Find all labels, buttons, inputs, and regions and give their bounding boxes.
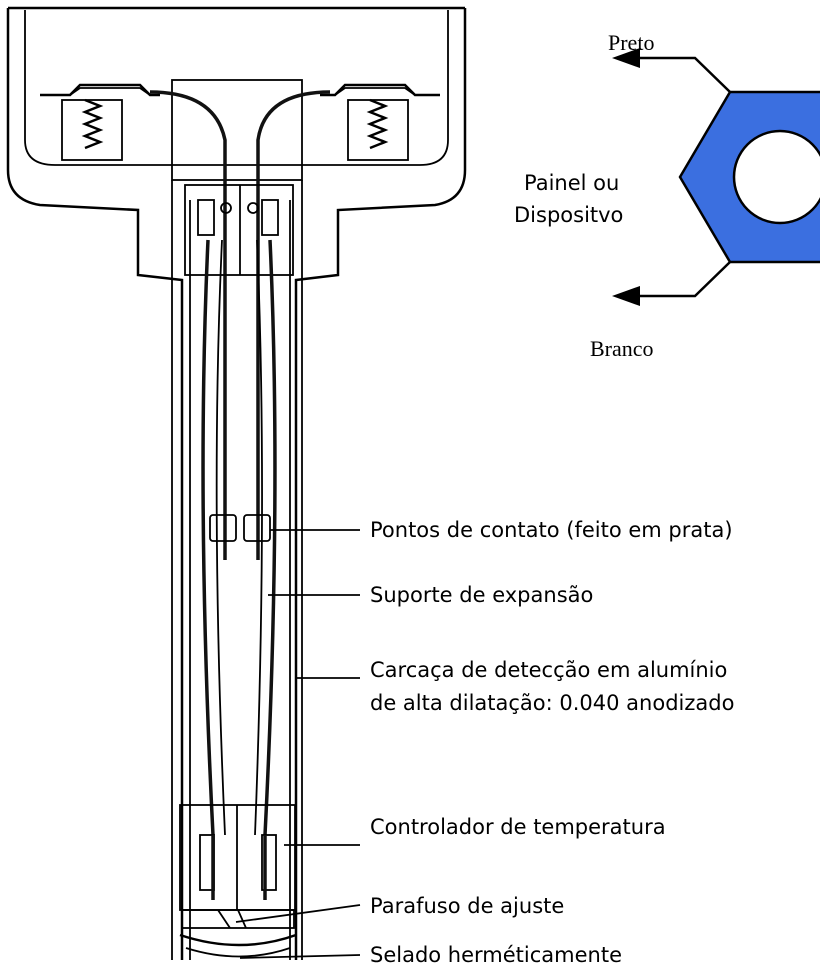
thermostat-head xyxy=(6,6,467,960)
wire-arrows xyxy=(612,48,731,306)
sensing-tube xyxy=(171,180,303,960)
left-terminal-screw xyxy=(40,83,160,161)
hex-bottom-label: Branco xyxy=(590,336,654,361)
callout-leaders xyxy=(235,529,361,959)
callout-contact-points: Pontos de contato (feito em prata) xyxy=(370,518,733,542)
callout-adjust-screw: Parafuso de ajuste xyxy=(370,894,564,918)
hex-nut-icon xyxy=(678,90,820,264)
expansion-strips xyxy=(201,239,277,836)
hermetic-seal-shape xyxy=(179,933,297,958)
silver-contact-points xyxy=(209,514,271,542)
adjust-screw-shape xyxy=(181,909,295,929)
hex-side-label-line2: Dispositvo xyxy=(514,203,623,227)
temperature-controller-block xyxy=(179,804,296,911)
callout-hermetic-seal: Selado herméticamente xyxy=(370,943,622,965)
callout-housing-line2: de alta dilatação: 0.040 anodizado xyxy=(370,691,734,715)
callout-housing-line1: Carcaça de detecção em alumínio xyxy=(370,658,727,682)
right-terminal-screw xyxy=(320,83,440,161)
hex-side-label-line1: Painel ou xyxy=(524,171,619,195)
callout-expansion-support: Suporte de expansão xyxy=(370,583,593,607)
callout-temperature-controller: Controlador de temperatura xyxy=(370,815,666,839)
hex-top-label: Preto xyxy=(608,30,654,55)
arrow-left-icon xyxy=(612,48,640,68)
lead-wires xyxy=(149,90,331,560)
arrow-left-icon xyxy=(612,286,640,306)
